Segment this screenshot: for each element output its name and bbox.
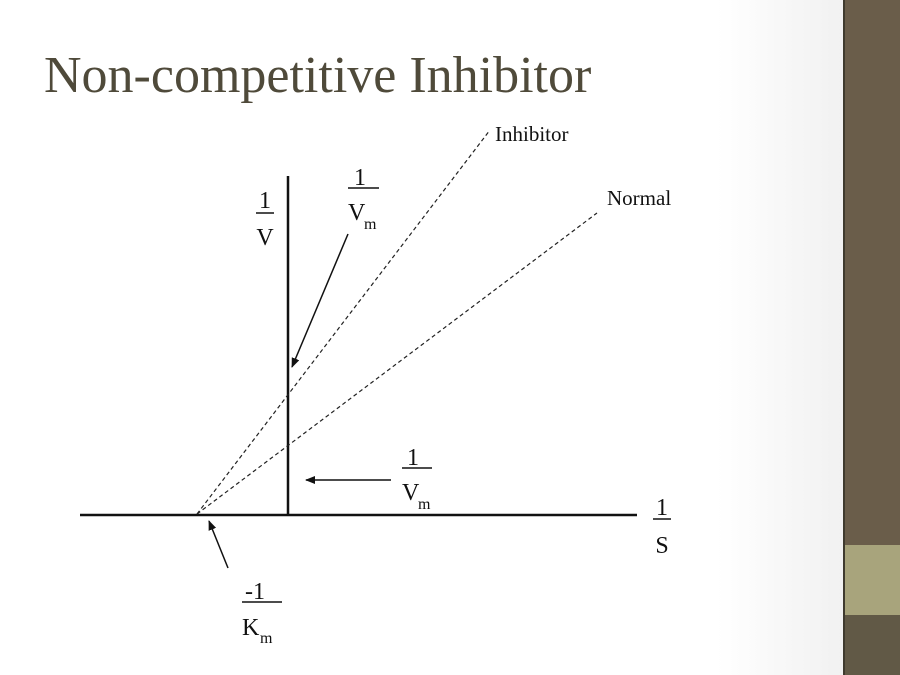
inhibitor-line	[196, 129, 491, 515]
x-axis-label: 1 S	[653, 495, 671, 559]
y-label-numerator: 1	[259, 188, 271, 214]
inhibitor-intercept-numerator: 1	[354, 165, 366, 191]
normal-intercept-subscript: m	[418, 496, 431, 513]
x-label-numerator: 1	[656, 495, 668, 521]
x-intercept-label: -1 K m	[242, 579, 282, 647]
normal-line	[196, 212, 598, 515]
normal-intercept-numerator: 1	[407, 445, 419, 471]
arrow-inhibitor-intercept	[291, 233, 349, 368]
x-intercept-subscript: m	[260, 630, 273, 647]
x-intercept-numerator: -1	[245, 579, 265, 605]
normal-intercept-label: 1 V m	[402, 445, 432, 513]
inhibitor-intercept-denominator: V	[348, 200, 366, 226]
y-label-denominator: V	[256, 225, 274, 251]
normal-intercept-denominator: V	[402, 480, 420, 506]
y-axis-label: 1 V	[256, 188, 274, 251]
slide-title: Non-competitive Inhibitor	[44, 47, 592, 104]
inhibitor-intercept-label: 1 V m	[348, 165, 379, 233]
inhibitor-intercept-subscript: m	[364, 216, 377, 233]
x-label-denominator: S	[655, 533, 668, 559]
decorative-sidebar-bottom	[845, 615, 900, 675]
arrow-x-intercept	[208, 520, 229, 569]
slide-canvas	[0, 0, 843, 675]
decorative-accent-band	[845, 545, 900, 615]
inhibitor-line-label: Inhibitor	[495, 122, 569, 146]
x-intercept-denominator: K	[242, 615, 260, 641]
normal-line-label: Normal	[607, 186, 671, 210]
